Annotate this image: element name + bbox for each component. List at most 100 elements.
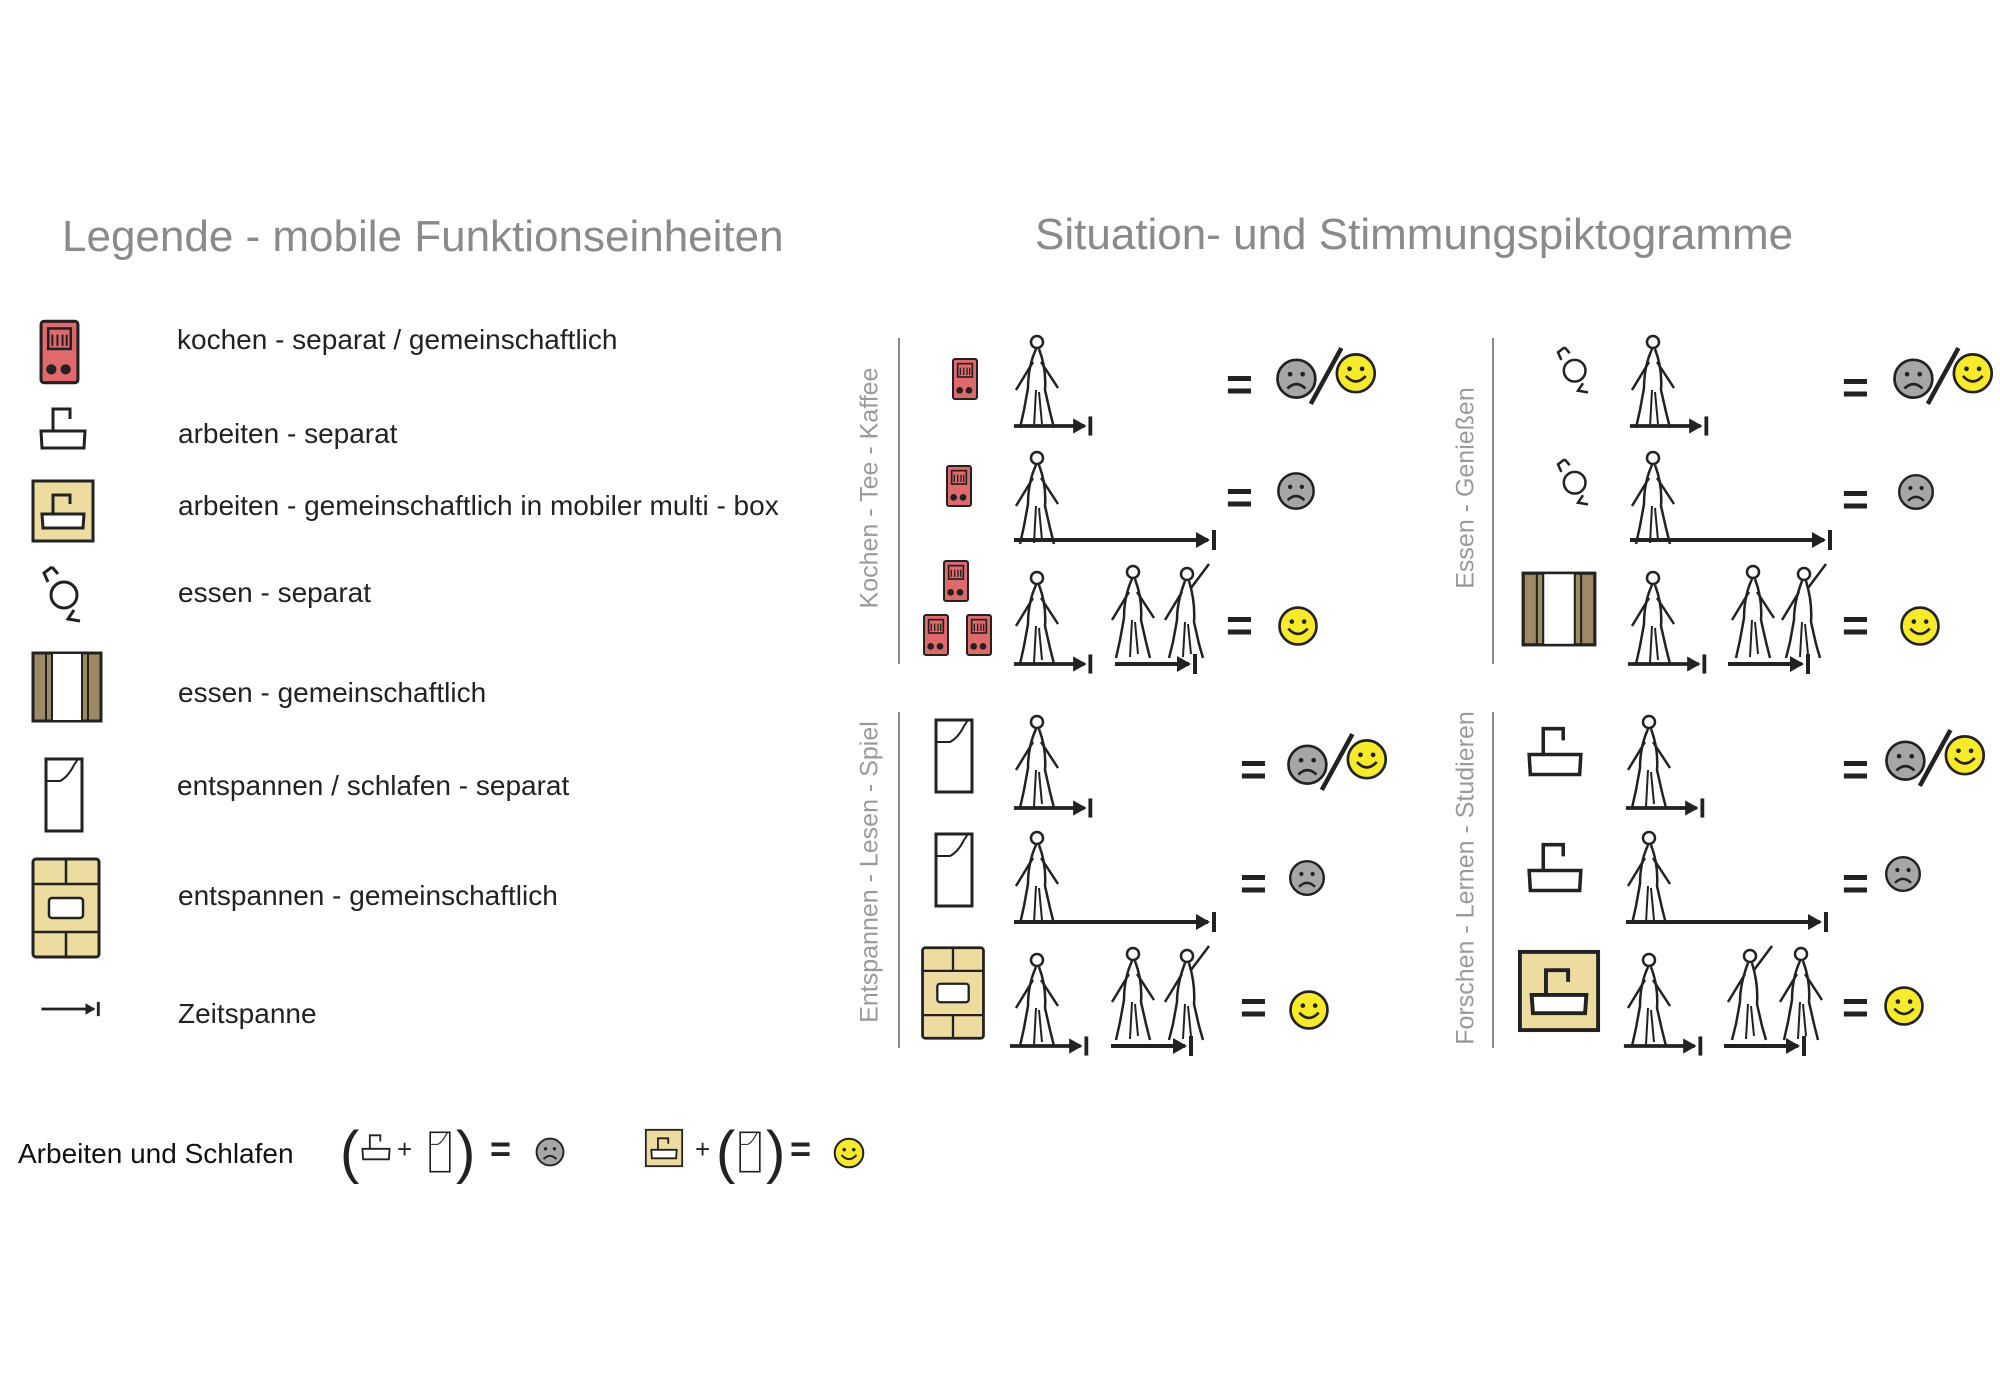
group-divider bbox=[1492, 712, 1494, 1048]
person-waving-icon bbox=[1772, 562, 1832, 662]
plus-sign: + bbox=[397, 1134, 413, 1164]
legend-label-essen-gemeinschaftlich: essen - gemeinschaftlich bbox=[178, 677, 487, 708]
zeitspanne-arrow-icon bbox=[1008, 1034, 1094, 1058]
zeitspanne-arrow-icon bbox=[40, 997, 104, 1021]
bett-icon bbox=[738, 1130, 762, 1174]
bett-gemeinschaftlich-icon bbox=[30, 856, 102, 960]
bett-gemeinschaftlich-icon bbox=[916, 945, 990, 1041]
zeitspanne-arrow-icon bbox=[1628, 414, 1714, 438]
happy-face-icon bbox=[1276, 604, 1320, 648]
bett-icon bbox=[932, 830, 976, 910]
legend-label-bett-gemeinschaftlich: entspannen - gemeinschaftlich bbox=[178, 880, 558, 911]
zeitspanne-arrow-icon bbox=[1626, 652, 1712, 676]
kochen-icon bbox=[945, 463, 973, 509]
arbeiten-box-icon bbox=[1516, 948, 1602, 1034]
equals-sign: = bbox=[1842, 743, 1869, 795]
mixed-mood-icon bbox=[1890, 344, 1998, 408]
legend-label-kochen: kochen - separat / gemeinschaftlich bbox=[177, 324, 618, 355]
kochen-icon bbox=[951, 356, 979, 402]
legend-heading: Legende - mobile Funktionseinheiten bbox=[62, 212, 784, 261]
bett-icon bbox=[932, 716, 976, 796]
arbeiten-box-icon bbox=[30, 478, 96, 544]
essen-separat-icon bbox=[1553, 452, 1593, 510]
zeitspanne-arrow-icon bbox=[1012, 910, 1222, 934]
zeitspanne-arrow-icon bbox=[1012, 796, 1098, 820]
sad-face-icon bbox=[534, 1136, 566, 1168]
person-icon bbox=[1102, 562, 1162, 662]
legend-label-arbeiten: arbeiten - separat bbox=[178, 418, 398, 449]
group-label-kochen: Kochen - Tee - Kaffee bbox=[855, 367, 884, 609]
kochen-icon bbox=[38, 318, 81, 386]
equals-sign: = bbox=[1240, 743, 1267, 795]
happy-face-icon bbox=[1882, 984, 1926, 1028]
equals-sign: = bbox=[1842, 981, 1869, 1033]
zeitspanne-arrow-icon bbox=[1710, 652, 1832, 676]
arbeiten-icon bbox=[37, 405, 89, 451]
legend-label-essen-separat: essen - separat bbox=[178, 577, 371, 608]
group-divider bbox=[898, 712, 900, 1048]
zeitspanne-arrow-icon bbox=[1012, 414, 1098, 438]
bottom-label: Arbeiten und Schlafen bbox=[18, 1138, 294, 1169]
zeitspanne-arrow-icon bbox=[1624, 796, 1710, 820]
zeitspanne-arrow-icon bbox=[1097, 652, 1219, 676]
close-paren: ) bbox=[456, 1120, 476, 1185]
happy-face-icon bbox=[1898, 604, 1942, 648]
equals-sign: = bbox=[1226, 599, 1253, 651]
person-waving-icon bbox=[1155, 944, 1215, 1044]
equals-sign: = bbox=[1226, 471, 1253, 523]
essen-gemeinschaftlich-icon bbox=[1520, 568, 1598, 650]
zeitspanne-arrow-icon bbox=[1012, 528, 1222, 552]
zeitspanne-arrow-icon bbox=[1706, 1034, 1828, 1058]
bett-icon bbox=[42, 755, 86, 835]
sad-face-icon bbox=[1287, 858, 1327, 898]
zeitspanne-arrow-icon bbox=[1624, 910, 1834, 934]
situation-heading: Situation- und Stimmungspiktogramme bbox=[1035, 210, 1794, 259]
kochen-icon bbox=[922, 612, 950, 658]
plus-sign: + bbox=[695, 1134, 711, 1164]
equals-sign: = bbox=[1240, 981, 1267, 1033]
person-waving-icon bbox=[1718, 944, 1778, 1044]
person-icon bbox=[1102, 944, 1162, 1044]
group-label-entspannen: Entspannen - Lesen - Spiel bbox=[855, 721, 884, 1023]
zeitspanne-arrow-icon bbox=[1622, 1034, 1708, 1058]
open-paren: ( bbox=[340, 1120, 360, 1185]
arbeiten-icon bbox=[360, 1132, 392, 1162]
mixed-mood-icon bbox=[1273, 344, 1381, 408]
arbeiten-box-icon bbox=[644, 1128, 684, 1168]
group-label-forschen: Forschen - Lernen - Studieren bbox=[1451, 711, 1480, 1045]
happy-face-icon bbox=[1287, 988, 1331, 1032]
sad-face-icon bbox=[1896, 472, 1936, 512]
kochen-icon bbox=[942, 558, 970, 604]
person-icon bbox=[1770, 944, 1830, 1044]
bett-icon bbox=[428, 1130, 452, 1174]
sad-face-icon bbox=[1275, 470, 1317, 512]
legend-label-bett: entspannen / schlafen - separat bbox=[177, 770, 570, 801]
essen-separat-icon bbox=[1553, 340, 1593, 398]
essen-separat-icon bbox=[38, 560, 86, 626]
arbeiten-icon bbox=[1524, 724, 1586, 778]
mixed-mood-icon bbox=[1882, 726, 1990, 790]
mixed-mood-icon bbox=[1284, 730, 1392, 794]
happy-face-icon bbox=[832, 1136, 866, 1170]
zeitspanne-arrow-icon bbox=[1628, 528, 1838, 552]
equals-sign: = bbox=[1842, 361, 1869, 413]
person-waving-icon bbox=[1155, 562, 1215, 662]
equals-sign: = bbox=[1240, 857, 1267, 909]
group-divider bbox=[898, 338, 900, 664]
arbeiten-icon bbox=[1524, 840, 1586, 894]
equals-sign: = bbox=[490, 1128, 512, 1169]
equals-sign: = bbox=[1226, 358, 1253, 410]
essen-gemeinschaftlich-icon bbox=[30, 650, 104, 724]
group-label-essen: Essen - Genießen bbox=[1451, 387, 1480, 589]
sad-face-icon bbox=[1883, 854, 1923, 894]
zeitspanne-arrow-icon bbox=[1012, 652, 1098, 676]
legend-label-arbeiten-box: arbeiten - gemeinschaftlich in mobiler m… bbox=[178, 490, 779, 521]
close-paren: ) bbox=[766, 1120, 786, 1185]
equals-sign: = bbox=[790, 1128, 812, 1169]
group-divider bbox=[1492, 338, 1494, 664]
legend-label-zeitspanne: Zeitspanne bbox=[178, 998, 317, 1029]
zeitspanne-arrow-icon bbox=[1093, 1034, 1215, 1058]
equals-sign: = bbox=[1842, 857, 1869, 909]
kochen-icon bbox=[965, 612, 993, 658]
equals-sign: = bbox=[1842, 473, 1869, 525]
